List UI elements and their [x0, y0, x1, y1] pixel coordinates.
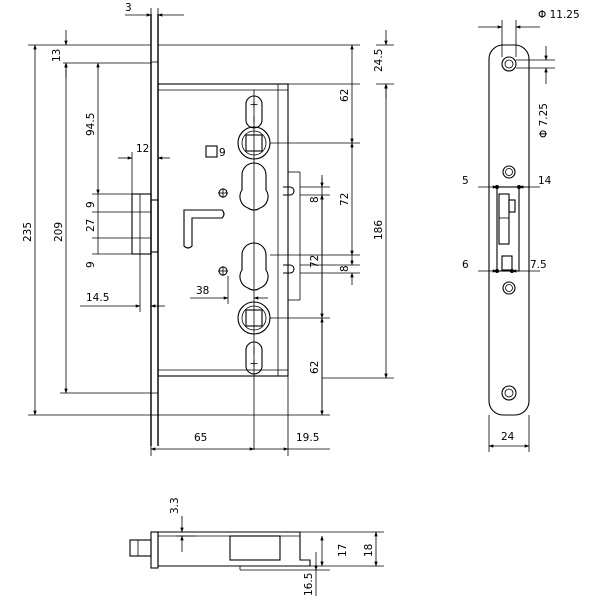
dim-latch-top: 5 [462, 175, 469, 187]
dim-cylinder-width-upper: 8 [309, 196, 321, 203]
dim-inner-diameter: Φ 7.25 [538, 103, 550, 138]
dim-texts-side: Φ 11.25 Φ 7.25 5 14 6 7.5 24 [462, 9, 580, 443]
dim-overall-thickness: 18 [363, 544, 375, 557]
side-screw-top [501, 56, 517, 72]
dim-bottom-follower: 62 [309, 361, 321, 374]
dim-case-depth: 19.5 [296, 432, 319, 444]
screw-holes-case [218, 188, 228, 276]
dim-lines-side [478, 20, 555, 452]
dim-latch-right: 14 [538, 175, 552, 187]
dim-follower-to-cylinder: 72 [339, 193, 351, 206]
dim-texts-bottom: 3.3 17 18 16.5 [169, 497, 375, 596]
dim-screw-hole-diameter: Φ 11.25 [538, 9, 580, 21]
dim-latch-width: 12 [136, 143, 149, 155]
dim-faceplate-thickness: 3 [125, 2, 132, 14]
dim-square-spindle: 9 [219, 147, 226, 159]
dim-backset: 65 [194, 432, 207, 444]
dim-case-height: 209 [53, 222, 65, 242]
lock-case [157, 83, 301, 377]
dim-bolt-gap: 27 [85, 219, 97, 232]
dim-follower-offset: 94.5 [85, 113, 97, 136]
side-view: Φ 11.25 Φ 7.25 5 14 6 7.5 24 [462, 9, 580, 452]
dim-top-right-offset: 24.5 [373, 49, 385, 72]
dim-lines-bottom [176, 516, 384, 596]
dim-bolt-upper: 9 [85, 201, 97, 208]
square-symbol [205, 145, 218, 158]
bottom-body [129, 531, 330, 571]
dim-overall-height: 235 [22, 222, 34, 242]
side-latch-window [496, 186, 520, 272]
dim-follower-span: 186 [373, 220, 385, 240]
dim-knob-offset: 38 [196, 285, 209, 297]
dim-top-offset: 13 [51, 49, 63, 62]
side-screw-mid-bottom [502, 281, 516, 295]
dim-top-to-follower: 62 [339, 89, 351, 102]
side-faceplate [488, 44, 530, 416]
dim-lines-main [28, 8, 394, 456]
dim-bolt-lower: 9 [85, 261, 97, 268]
dim-texts-main: 3 13 235 209 94.5 12 9 27 9 14.5 38 62 7… [22, 2, 385, 444]
dim-total-depth: 16.5 [303, 573, 315, 596]
dim-case-thickness: 17 [337, 544, 349, 557]
latch-bolt-blocks [131, 193, 159, 255]
main-view: 9 [22, 2, 394, 456]
faceplate-strip [150, 14, 159, 446]
dim-faceplate-width: 24 [501, 431, 515, 443]
dim-bolt-right: 7.5 [530, 259, 547, 271]
dim-bolt-offset: 14.5 [86, 292, 109, 304]
dim-plate-thickness: 3.3 [169, 497, 181, 514]
bottom-view: 3.3 17 18 16.5 [129, 497, 384, 596]
side-screw-mid-top [502, 165, 516, 179]
dim-bolt-left: 6 [462, 259, 469, 271]
dim-cylinder-width-lower: 8 [339, 265, 351, 272]
bolt-slot [183, 209, 225, 249]
side-screw-bottom [501, 385, 517, 401]
dim-cylinder-spacing: 72 [309, 255, 321, 268]
side-slots [283, 186, 295, 274]
